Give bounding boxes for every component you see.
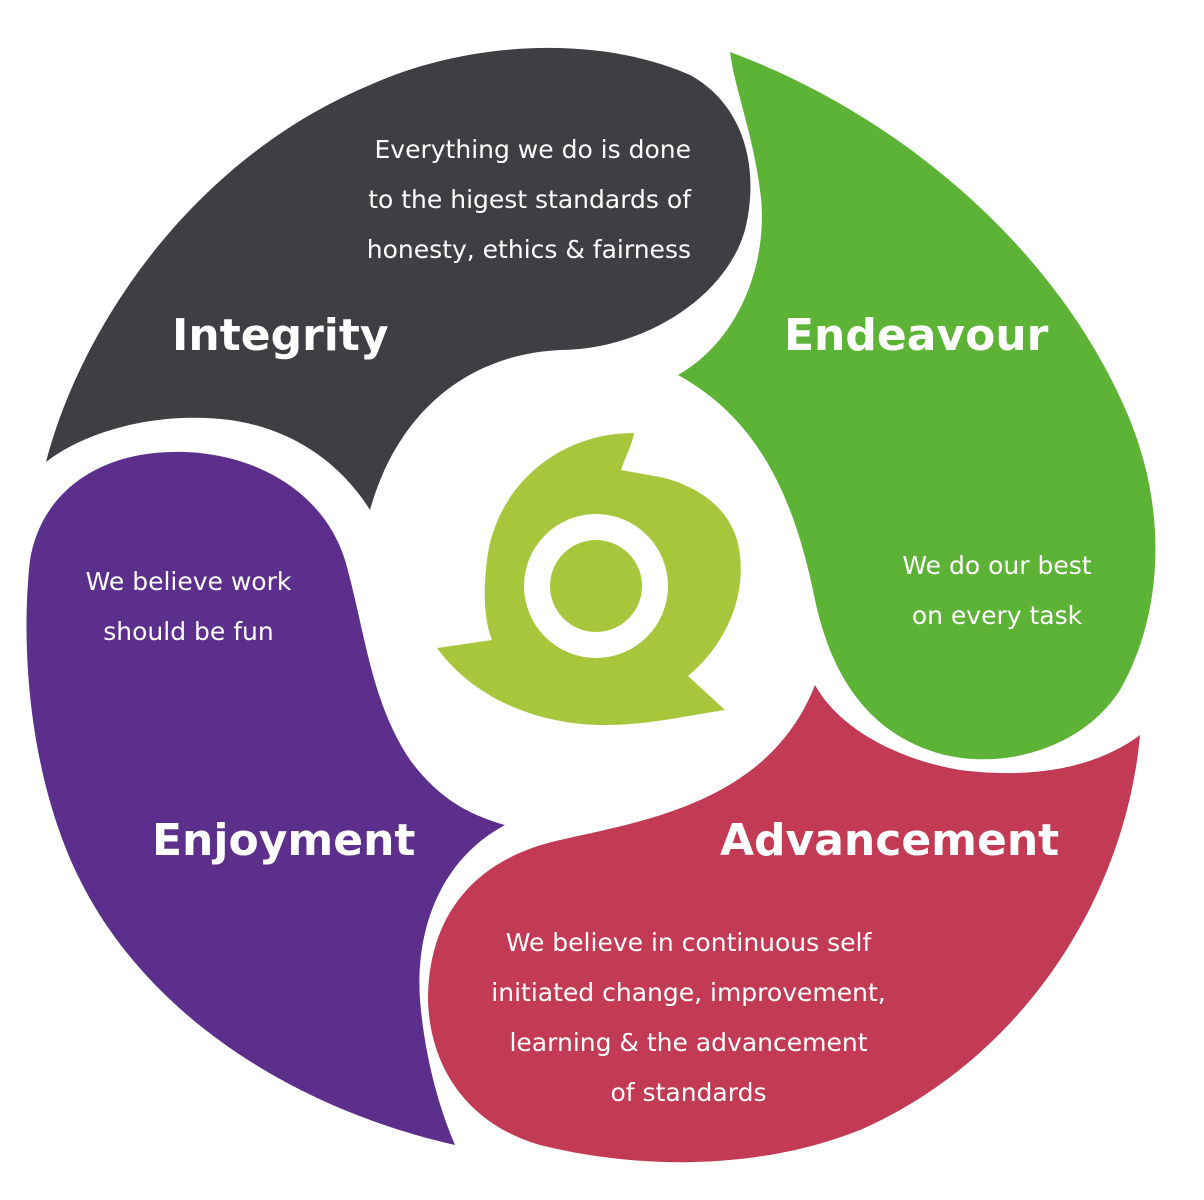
endeavour-title: Endeavour <box>784 310 1049 361</box>
integrity-description: Everything we do is done to the higest s… <box>300 125 691 275</box>
advancement-description-line: initiated change, improvement, <box>491 978 886 1007</box>
advancement-segment <box>428 685 1140 1163</box>
advancement-description: We believe in continuous self initiated … <box>440 918 937 1118</box>
integrity-description-line: Everything we do is done <box>374 135 692 164</box>
advancement-description-line: learning & the advancement <box>509 1028 868 1057</box>
integrity-description-line: honesty, ethics & fairness <box>366 235 691 264</box>
advancement-title: Advancement <box>720 815 1060 866</box>
enjoyment-description-line: should be fun <box>103 617 274 646</box>
integrity-title: Integrity <box>172 310 389 361</box>
enjoyment-description-line: We believe work <box>85 567 292 596</box>
integrity-description-line: to the higest standards of <box>368 185 691 214</box>
endeavour-description: We do our best on every task <box>862 541 1132 641</box>
enjoyment-title: Enjoyment <box>152 815 416 866</box>
logo-core <box>550 540 642 632</box>
advancement-description-line: We believe in continuous self <box>505 928 872 957</box>
swirl-logo-icon <box>437 433 741 725</box>
enjoyment-description: We believe work should be fun <box>55 557 322 657</box>
enjoyment-segment <box>26 451 505 1145</box>
integrity-segment <box>46 47 751 511</box>
endeavour-description-line: on every task <box>911 601 1083 630</box>
endeavour-segment <box>678 52 1156 760</box>
endeavour-description-line: We do our best <box>902 551 1092 580</box>
advancement-description-line: of standards <box>610 1078 767 1107</box>
